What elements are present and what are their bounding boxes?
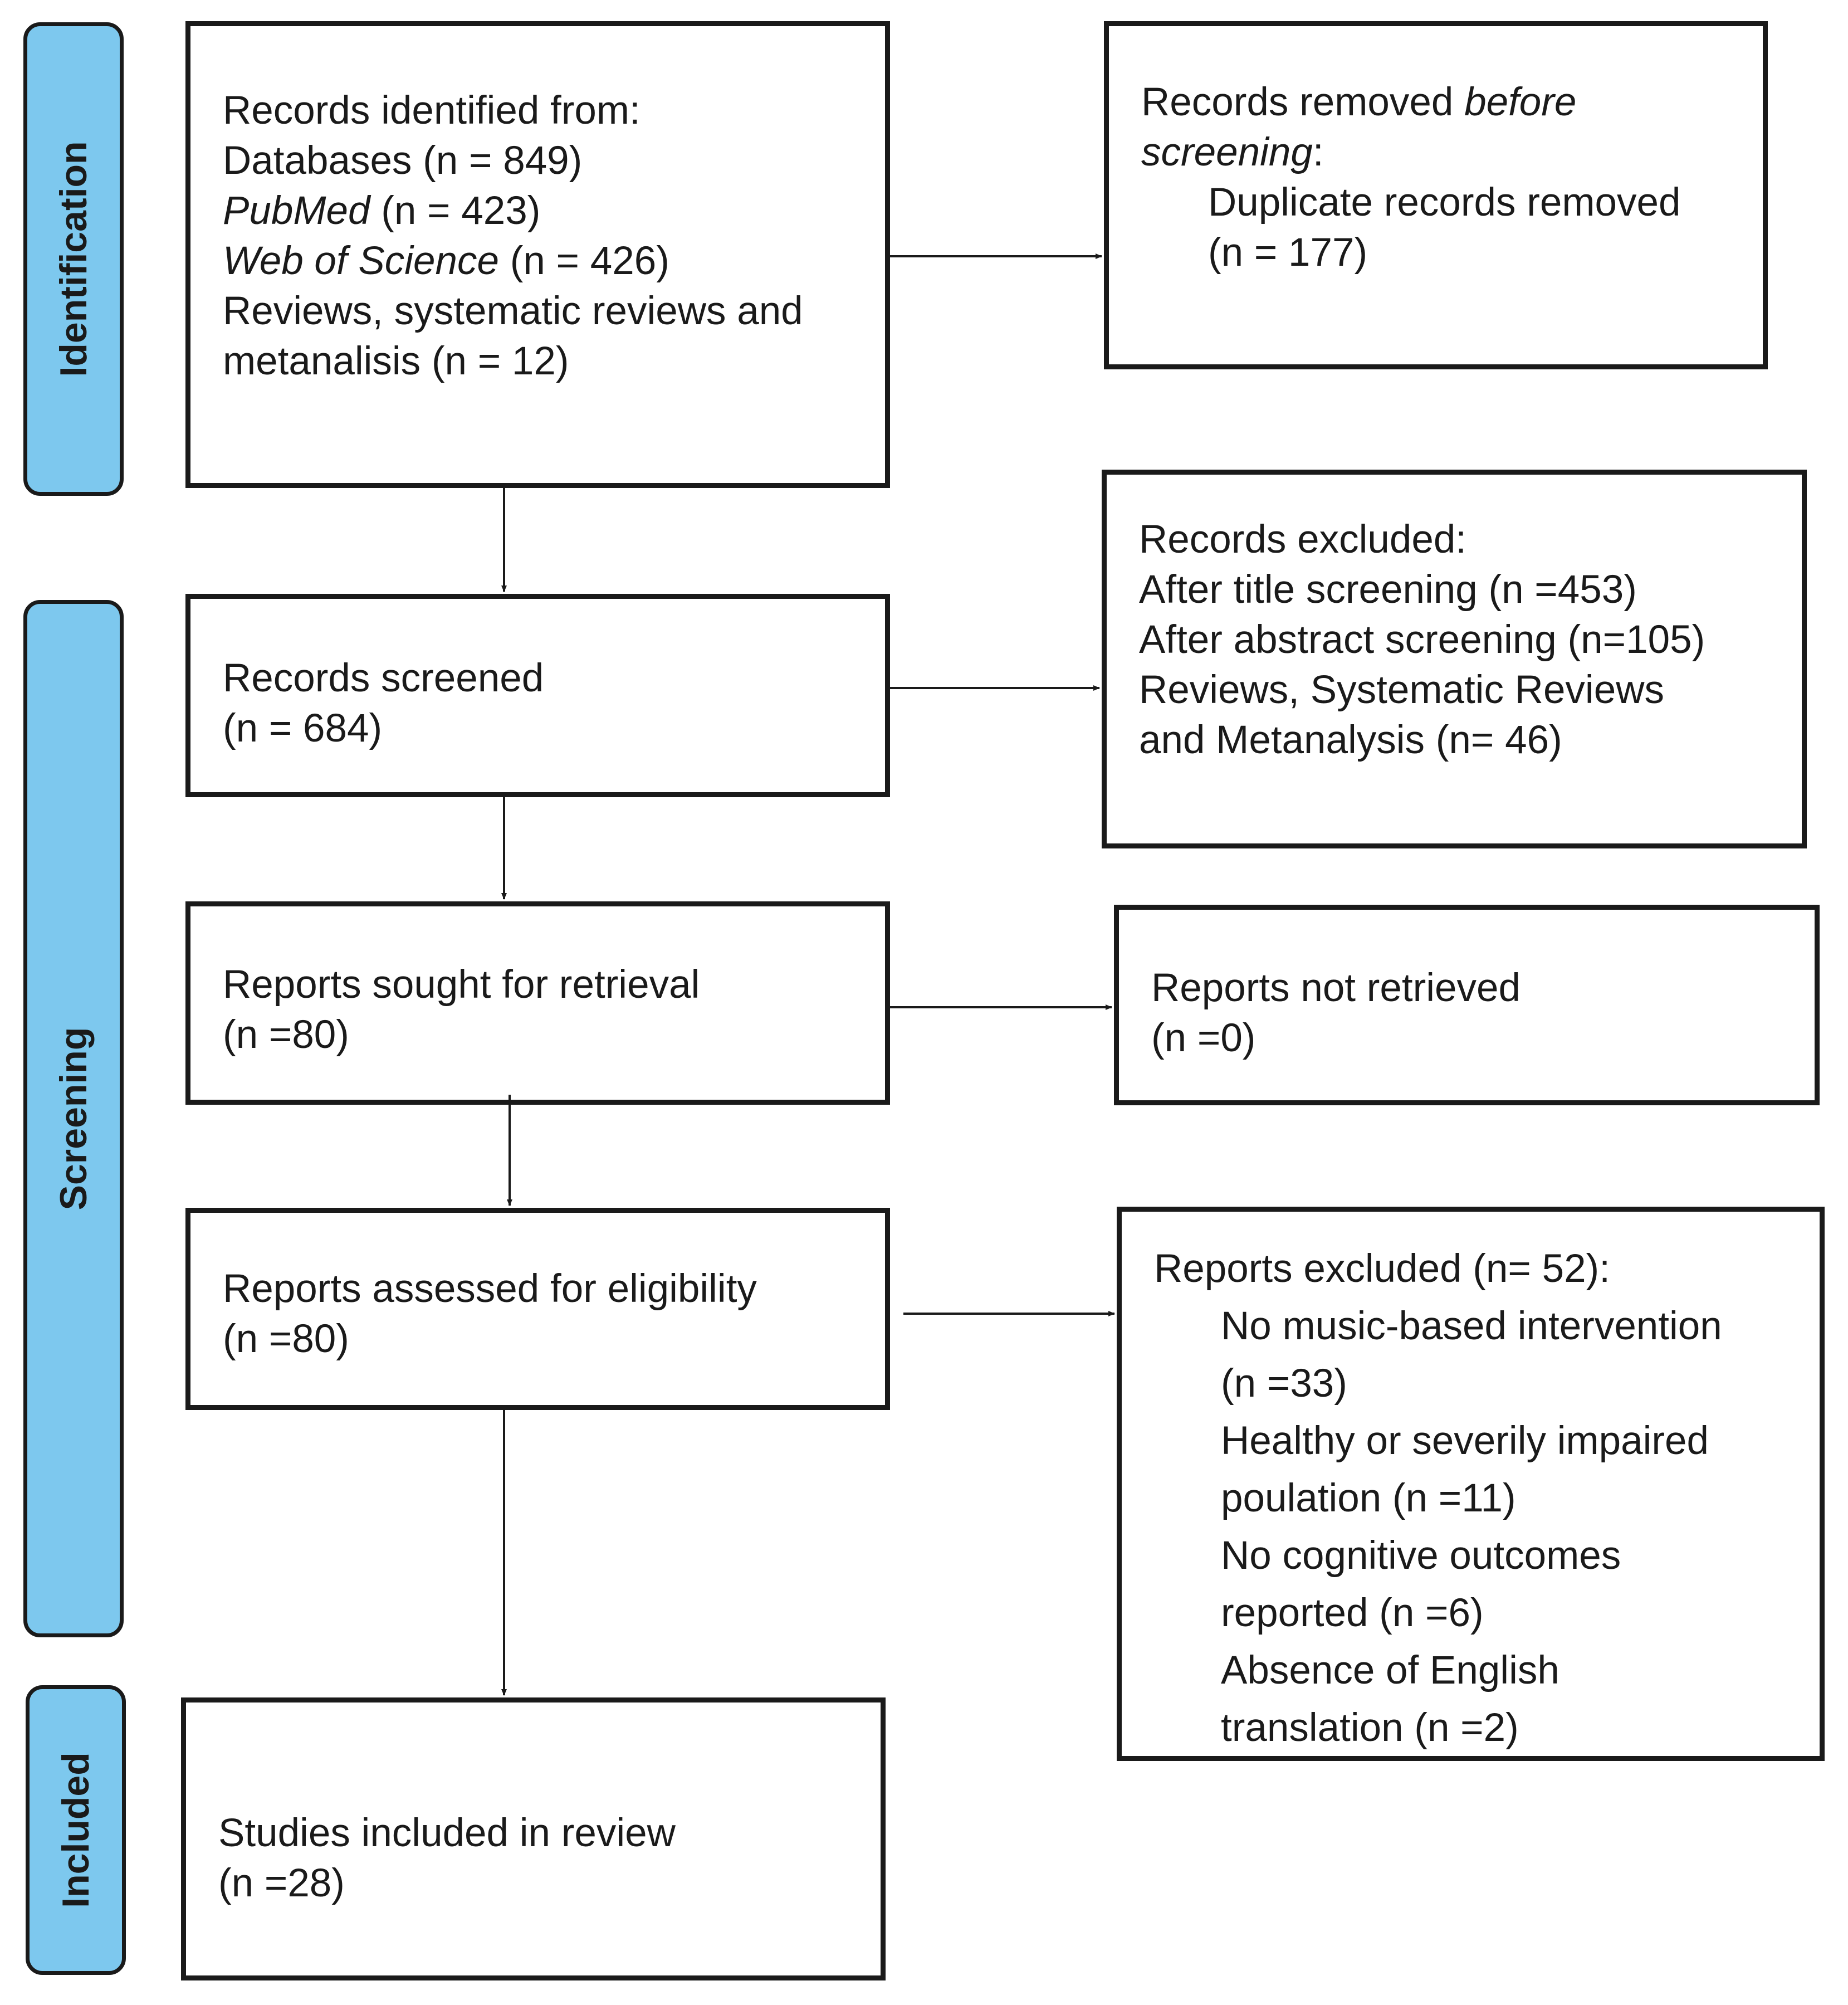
- reason-3-line-1: No cognitive outcomes: [1221, 1534, 1621, 1578]
- reports-assessed-count: (n =80): [223, 1317, 349, 1361]
- wos-line: Web of Science (n = 426): [223, 236, 803, 286]
- duplicates-count: (n = 177): [1208, 231, 1368, 275]
- reports-sought-box: Reports sought for retrieval (n =80): [185, 901, 890, 1105]
- excluded-reviews-line-1: Reviews, Systematic Reviews: [1139, 668, 1664, 712]
- pubmed-name: PubMed: [223, 189, 370, 233]
- records-removed-box: Records removed before screening: Duplic…: [1104, 21, 1768, 369]
- databases-count: Databases (n = 849): [223, 139, 583, 183]
- reports-excluded-box: Reports excluded (n= 52): No music-based…: [1117, 1207, 1825, 1761]
- wos-count: (n = 426): [510, 239, 669, 283]
- records-removed-title: Records removed: [1141, 80, 1465, 124]
- records-screened-title: Records screened: [223, 656, 544, 700]
- excluded-abstract-screening: After abstract screening (n=105): [1139, 618, 1705, 662]
- studies-included-count: (n =28): [218, 1861, 345, 1905]
- records-removed-screening: screening: [1141, 130, 1313, 174]
- records-screened-count: (n = 684): [223, 706, 383, 750]
- records-removed-before: before: [1464, 80, 1577, 124]
- pubmed-count: (n = 423): [381, 189, 541, 233]
- wos-name: Web of Science: [223, 239, 499, 283]
- records-removed-title-line2: screening:: [1141, 128, 1680, 178]
- reports-not-retrieved-title: Reports not retrieved: [1151, 966, 1521, 1010]
- records-identified-title: Records identified from:: [223, 89, 641, 133]
- duplicates-removed: Duplicate records removed: [1208, 181, 1681, 225]
- reviews-line-2: metanalisis (n = 12): [223, 339, 569, 383]
- phase-identification: Identification: [23, 22, 124, 496]
- reason-3-line-2: reported (n =6): [1221, 1591, 1484, 1635]
- reason-2-line-2: poulation (n =11): [1221, 1476, 1516, 1520]
- studies-included-box: Studies included in review (n =28): [181, 1697, 886, 1980]
- records-identified-box: Records identified from: Databases (n = …: [185, 21, 890, 488]
- reports-excluded-title: Reports excluded (n= 52):: [1154, 1247, 1610, 1291]
- records-excluded-title: Records excluded:: [1139, 518, 1467, 562]
- reason-1-line-1: No music-based intervention: [1221, 1304, 1722, 1348]
- excluded-reviews-line-2: and Metanalysis (n= 46): [1139, 718, 1562, 762]
- reason-4-line-2: translation (n =2): [1221, 1706, 1519, 1750]
- records-removed-title-line1: Records removed before: [1141, 77, 1680, 128]
- studies-included-title: Studies included in review: [218, 1811, 676, 1855]
- reports-assessed-title: Reports assessed for eligibility: [223, 1267, 757, 1311]
- phase-screening: Screening: [23, 600, 124, 1637]
- pubmed-line: PubMed (n = 423): [223, 186, 803, 236]
- reports-not-retrieved-count: (n =0): [1151, 1016, 1256, 1060]
- phase-included: Included: [26, 1685, 126, 1975]
- reason-4-line-1: Absence of English: [1221, 1648, 1559, 1692]
- records-screened-box: Records screened (n = 684): [185, 594, 890, 797]
- reason-2-line-1: Healthy or severily impaired: [1221, 1419, 1709, 1463]
- reviews-line-1: Reviews, systematic reviews and: [223, 289, 803, 333]
- excluded-title-screening: After title screening (n =453): [1139, 568, 1637, 612]
- records-excluded-box: Records excluded: After title screening …: [1102, 470, 1807, 848]
- reports-not-retrieved-box: Reports not retrieved (n =0): [1114, 905, 1820, 1105]
- reason-1-line-2: (n =33): [1221, 1362, 1347, 1406]
- reports-assessed-box: Reports assessed for eligibility (n =80): [185, 1208, 890, 1410]
- records-removed-colon: :: [1312, 130, 1324, 174]
- reports-sought-count: (n =80): [223, 1013, 349, 1057]
- reports-sought-title: Reports sought for retrieval: [223, 963, 700, 1007]
